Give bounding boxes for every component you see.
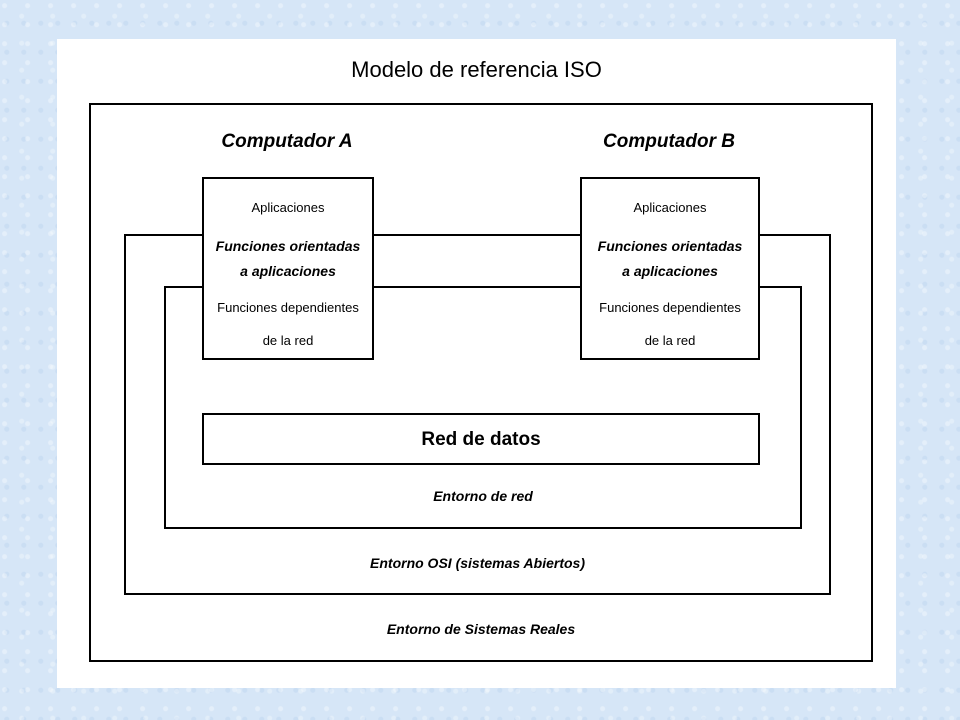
computer-b-applications-cell: Aplicaciones	[580, 177, 760, 236]
data-network-label: Red de datos	[421, 429, 541, 450]
network-environment-label: Entorno de red	[433, 488, 533, 504]
real-systems-environment-box	[89, 103, 873, 662]
computer-a-app-functions-line1: Funciones orientadas	[215, 238, 361, 254]
computer-a-network-functions-line2: de la red	[262, 333, 314, 348]
osi-environment-label: Entorno OSI (sistemas Abiertos)	[370, 555, 585, 571]
osi-environment-box	[124, 234, 831, 595]
computer-a-app-functions-cell: Funciones orientadas a aplicaciones	[202, 236, 374, 288]
computer-a-app-functions-line2: a aplicaciones	[240, 263, 336, 279]
diagram-title: Modelo de referencia ISO	[351, 57, 602, 82]
computer-b-network-functions-cell: Funciones dependientes de la red	[580, 288, 760, 360]
computer-a-applications-label: Aplicaciones	[251, 200, 325, 215]
slide-panel: Modelo de referencia ISO	[57, 39, 896, 688]
computer-a-applications-cell: Aplicaciones	[202, 177, 374, 236]
computer-b-applications-label: Aplicaciones	[633, 200, 707, 215]
real-systems-environment-label: Entorno de Sistemas Reales	[386, 621, 576, 637]
data-network-box	[202, 413, 760, 465]
computer-b-network-functions-line1: Funciones dependientes	[599, 300, 741, 315]
computer-b-title: Computador B	[603, 131, 735, 152]
computer-a-title: Computador A	[221, 131, 353, 152]
computer-a-network-functions-line1: Funciones dependientes	[217, 300, 359, 315]
computer-b-app-functions-line1: Funciones orientadas	[597, 238, 743, 254]
computer-b-app-functions-line2: a aplicaciones	[622, 263, 718, 279]
computer-a-network-functions-cell: Funciones dependientes de la red	[202, 288, 374, 360]
computer-b-app-functions-cell: Funciones orientadas a aplicaciones	[580, 236, 760, 288]
network-environment-box	[164, 286, 802, 529]
computer-b-network-functions-line2: de la red	[644, 333, 696, 348]
